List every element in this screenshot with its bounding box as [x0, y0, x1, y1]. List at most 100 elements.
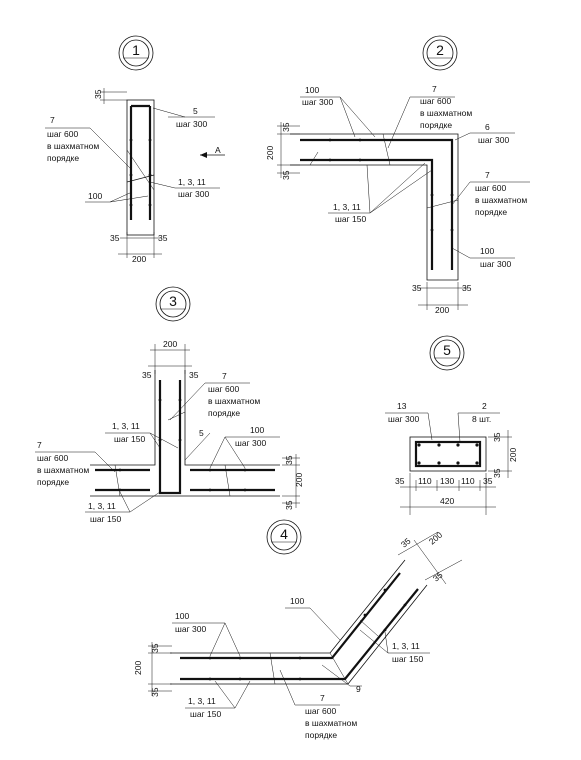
s1-c5-a: 5 [193, 106, 198, 116]
s2-c7b-b: шаг 600 [475, 183, 506, 193]
section-4: 4 35 200 35 35 200 35 100 шаг 300 [133, 519, 463, 740]
s2-c13-b: шаг 150 [335, 214, 366, 224]
section-2-number: 2 [436, 42, 444, 58]
beam-s5 [409, 436, 487, 472]
s4-c7-c: в шахматном [305, 718, 357, 728]
s1-c100: 100 [88, 191, 102, 201]
s4-c7-a: 7 [320, 693, 325, 703]
s5-c13-a: 13 [397, 401, 407, 411]
section-2: 2 35 200 35 35 35 200 100 шаг 300 [265, 35, 530, 315]
s2-c7a-b: шаг 600 [420, 96, 451, 106]
s3-dim-right200: 200 [294, 473, 304, 487]
s5-dim-r35a: 35 [492, 432, 502, 442]
s2-c100a-a: 100 [305, 85, 319, 95]
s2-c7a-a: 7 [432, 84, 437, 94]
s4-c9: 9 [356, 684, 361, 694]
s1-c13-a: 1, 3, 11 [178, 177, 206, 187]
s2-dim-right35: 35 [462, 283, 472, 293]
s5-dim-130: 130 [440, 476, 454, 486]
s4-dim-200: 200 [133, 661, 143, 675]
rebar-s2 [300, 138, 454, 270]
s2-c13-a: 1, 3, 11 [333, 202, 361, 212]
s5-c2-a: 2 [482, 401, 487, 411]
section-1: 1 35 35 35 200 5 шаг 300 7 шаг 600 в шах… [45, 35, 225, 264]
s3-c13a-a: 1, 3, 11 [112, 421, 140, 431]
s4-c100a-a: 100 [175, 611, 189, 621]
s3-c7b-d: порядке [37, 477, 69, 487]
s2-dim-width200: 200 [435, 305, 449, 315]
wall-s2 [290, 133, 459, 281]
rebar-s3 [95, 380, 275, 495]
s4-c13b-b: шаг 150 [190, 709, 221, 719]
s2-dim-top35: 35 [281, 122, 291, 132]
s5-dim-35a: 35 [395, 476, 405, 486]
s3-c13a-b: шаг 150 [114, 434, 145, 444]
section-5-number: 5 [443, 342, 451, 358]
s1-dim-right: 35 [158, 233, 168, 243]
wall-s3 [90, 370, 280, 497]
s1-c7-a: 7 [50, 115, 55, 125]
s1-c7-d: порядке [47, 153, 79, 163]
s2-c7b-a: 7 [485, 170, 490, 180]
s4-c100a-b: шаг 300 [175, 624, 206, 634]
s3-c7a-b: шаг 600 [208, 384, 239, 394]
s4-dim-35bot: 35 [150, 687, 160, 697]
s4-c13b-a: 1, 3, 11 [188, 696, 216, 706]
s3-dim-r35: 35 [189, 370, 199, 380]
s3-dim-right35: 35 [284, 500, 294, 510]
s2-dim-bot35: 35 [281, 170, 291, 180]
s1-dim-width: 200 [132, 254, 146, 264]
section-4-marker: 4 [266, 519, 302, 555]
section-3-marker: 3 [155, 286, 191, 322]
s3-c7b-a: 7 [37, 440, 42, 450]
s5-dim-total: 420 [440, 496, 454, 506]
section-5: 5 13 шаг 300 2 8 шт. 35 110 130 110 35 4… [385, 335, 518, 515]
s3-dim-top35r: 35 [284, 455, 294, 465]
wall-s1 [126, 99, 155, 236]
s3-dim-l35: 35 [142, 370, 152, 380]
s3-c5: 5 [199, 428, 204, 438]
section-1-number: 1 [132, 42, 140, 58]
s5-dim-110b: 110 [461, 476, 475, 486]
stirrup-s5 [414, 440, 482, 468]
s3-c13b-a: 1, 3, 11 [88, 501, 116, 511]
s1-dim-top: 35 [93, 89, 103, 99]
s3-c7a-d: порядке [208, 408, 240, 418]
s3-c7b-b: шаг 600 [37, 453, 68, 463]
s5-dim-r200: 200 [508, 448, 518, 462]
s1-dim-left: 35 [110, 233, 120, 243]
s2-c7b-d: порядке [475, 207, 507, 217]
s2-c100a-b: шаг 300 [302, 97, 333, 107]
s1-c7-b: шаг 600 [47, 129, 78, 139]
s4-c13a-a: 1, 3, 11 [392, 641, 420, 651]
section-5-marker: 5 [429, 335, 465, 371]
section-4-number: 4 [280, 526, 288, 542]
s1-arrow-label: А [215, 145, 221, 155]
s5-dim-35b: 35 [483, 476, 493, 486]
s4-dim-35top: 35 [150, 643, 160, 653]
s2-dim-left35: 35 [412, 283, 422, 293]
s3-dim-top200: 200 [163, 339, 177, 349]
section-3-number: 3 [169, 293, 177, 309]
s4-c100b: 100 [290, 596, 304, 606]
s3-c7a-c: в шахматном [208, 396, 260, 406]
s1-c7-c: в шахматном [47, 141, 99, 151]
s4-c13a-b: шаг 150 [392, 654, 423, 664]
s3-c100-b: шаг 300 [235, 438, 266, 448]
s2-dim-mid200: 200 [265, 146, 275, 160]
s2-c7b-c: в шахматном [475, 195, 527, 205]
s3-c13b-b: шаг 150 [90, 514, 121, 524]
s2-c100b-a: 100 [480, 246, 494, 256]
s2-c7a-c: в шахматном [420, 108, 472, 118]
s1-c5-b: шаг 300 [176, 119, 207, 129]
rebar-s4 [180, 572, 419, 681]
s3-c7b-c: в шахматном [37, 465, 89, 475]
wall-s4 [170, 559, 428, 685]
s5-c2-b: 8 шт. [472, 414, 491, 424]
s3-c7a-a: 7 [222, 371, 227, 381]
section-2-marker: 2 [422, 35, 458, 71]
s5-dim-110a: 110 [418, 476, 432, 486]
s4-dim-t35b: 35 [431, 570, 445, 584]
s2-c6-b: шаг 300 [478, 135, 509, 145]
